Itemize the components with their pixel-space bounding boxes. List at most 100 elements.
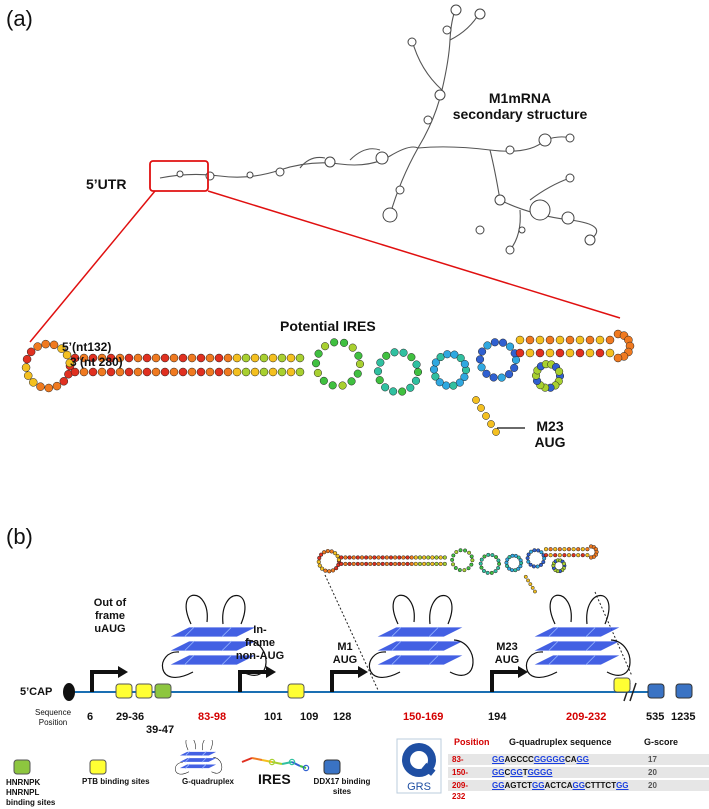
ires-nucleotide bbox=[417, 555, 423, 560]
ires-nucleotide bbox=[478, 347, 487, 356]
ires-nucleotide bbox=[97, 367, 107, 377]
ires-nucleotide bbox=[398, 387, 407, 396]
ires-nucleotide bbox=[426, 561, 431, 567]
ires-nucleotide bbox=[463, 548, 468, 553]
ires-structure-detail bbox=[21, 329, 635, 436]
ires-nucleotide bbox=[340, 338, 349, 347]
start-label-nonaug-line3: non-AUG bbox=[235, 650, 285, 662]
ires-nucleotide bbox=[343, 561, 348, 567]
ires-nucleotide bbox=[232, 367, 242, 377]
ires-nucleotide bbox=[576, 553, 581, 558]
ires-nucleotide bbox=[605, 335, 615, 345]
ires-nucleotide bbox=[526, 552, 531, 557]
ires-nucleotide bbox=[571, 547, 576, 552]
ires-nucleotide bbox=[277, 353, 287, 363]
ires-nucleotide bbox=[575, 335, 585, 345]
ires-nucleotide bbox=[382, 351, 391, 360]
legend-symbols bbox=[13, 740, 341, 775]
ires-nucleotide bbox=[115, 367, 125, 377]
ires-nucleotide bbox=[548, 547, 553, 552]
position-1235: 1235 bbox=[671, 711, 696, 723]
m23-aug-label: M23 AUG bbox=[525, 418, 575, 450]
ires-nucleotide bbox=[295, 367, 305, 377]
ires-nucleotide bbox=[321, 342, 330, 351]
ires-nucleotide bbox=[187, 353, 197, 363]
ires-nucleotide bbox=[339, 561, 344, 567]
ires-nucleotide bbox=[469, 554, 474, 559]
legend-ires-icon bbox=[241, 757, 310, 772]
ires-nucleotide bbox=[409, 561, 414, 567]
ires-nucleotide bbox=[490, 338, 499, 347]
ires-nucleotide bbox=[431, 358, 440, 367]
ires-nucleotide bbox=[313, 368, 322, 377]
ires-nucleotide bbox=[528, 562, 533, 567]
ires-nucleotide bbox=[466, 566, 471, 571]
ires-nucleotide bbox=[562, 547, 567, 552]
ires-nucleotide bbox=[311, 359, 321, 368]
three-prime-label: 3’(nt 280) bbox=[70, 355, 123, 369]
ires-nucleotide bbox=[232, 353, 242, 363]
ires-nucleotide bbox=[214, 367, 224, 377]
ires-nucleotide bbox=[196, 367, 206, 377]
ires-nucleotide bbox=[585, 335, 595, 345]
ires-nucleotide bbox=[334, 566, 339, 571]
grs-row-score: 17 bbox=[648, 755, 657, 764]
legend-quadruplex-label: G-quadruplex bbox=[182, 777, 235, 786]
ires-nucleotide bbox=[451, 562, 456, 567]
start-label-uaug: Out of frame uAUG bbox=[80, 597, 140, 636]
ires-nucleotide bbox=[44, 383, 54, 393]
ires-nucleotide bbox=[314, 349, 323, 358]
ires-nucleotide bbox=[555, 335, 565, 345]
ires-nucleotide bbox=[409, 555, 414, 560]
ires-nucleotide bbox=[470, 558, 475, 563]
ires-nucleotide bbox=[250, 367, 260, 377]
ires-nucleotide bbox=[241, 367, 251, 377]
ires-nucleotide bbox=[178, 353, 188, 363]
ires-nucleotide bbox=[142, 353, 152, 363]
ires-nucleotide bbox=[481, 568, 486, 573]
ires-nucleotide bbox=[359, 561, 365, 567]
ires-nucleotide bbox=[588, 555, 594, 560]
ires-nucleotide bbox=[412, 360, 421, 369]
ires-nucleotide bbox=[562, 561, 566, 566]
ires-nucleotide bbox=[405, 555, 410, 560]
ires-nucleotide bbox=[462, 568, 467, 573]
ires-nucleotide bbox=[417, 561, 423, 567]
ires-nucleotide bbox=[351, 555, 356, 560]
start-label-m23-line2: AUG bbox=[494, 654, 520, 666]
cap-label: 5’CAP bbox=[20, 686, 53, 698]
ires-nucleotide bbox=[375, 376, 384, 385]
position-6: 6 bbox=[87, 711, 94, 723]
ires-nucleotide bbox=[545, 335, 555, 345]
ires-nucleotide bbox=[250, 353, 260, 363]
position-109: 109 bbox=[300, 711, 319, 723]
ires-nucleotide bbox=[451, 553, 456, 558]
ires-nucleotide bbox=[115, 353, 125, 363]
ires-nucleotide bbox=[368, 555, 373, 560]
ires-nucleotide bbox=[348, 343, 357, 352]
ires-nucleotide bbox=[333, 551, 338, 556]
ires-nucleotide bbox=[388, 561, 394, 567]
break-mark-2 bbox=[629, 682, 637, 702]
ires-nucleotide bbox=[413, 555, 418, 560]
ires-nucleotide bbox=[380, 555, 385, 560]
ires-nucleotide bbox=[380, 561, 385, 567]
ires-nucleotide bbox=[338, 381, 347, 390]
ires-nucleotide bbox=[355, 561, 360, 567]
ires-nucleotide bbox=[97, 353, 107, 363]
ires-nucleotide bbox=[493, 569, 498, 574]
ires-nucleotide bbox=[393, 555, 398, 560]
structure-title-line2: secondary structure bbox=[452, 106, 588, 122]
ires-nucleotide bbox=[151, 367, 161, 377]
ires-nucleotide bbox=[319, 552, 324, 557]
ires-structure-mini bbox=[316, 544, 599, 594]
ires-nucleotide bbox=[406, 383, 415, 392]
ires-nucleotide bbox=[585, 348, 595, 358]
grs-row-score: 20 bbox=[648, 768, 657, 777]
ires-nucleotide bbox=[397, 561, 402, 567]
ires-nucleotide bbox=[531, 564, 536, 569]
ires-nucleotide bbox=[580, 547, 585, 552]
ires-nucleotide bbox=[426, 555, 431, 560]
zoom-connector bbox=[29, 160, 621, 343]
ires-nucleotide bbox=[364, 555, 369, 560]
